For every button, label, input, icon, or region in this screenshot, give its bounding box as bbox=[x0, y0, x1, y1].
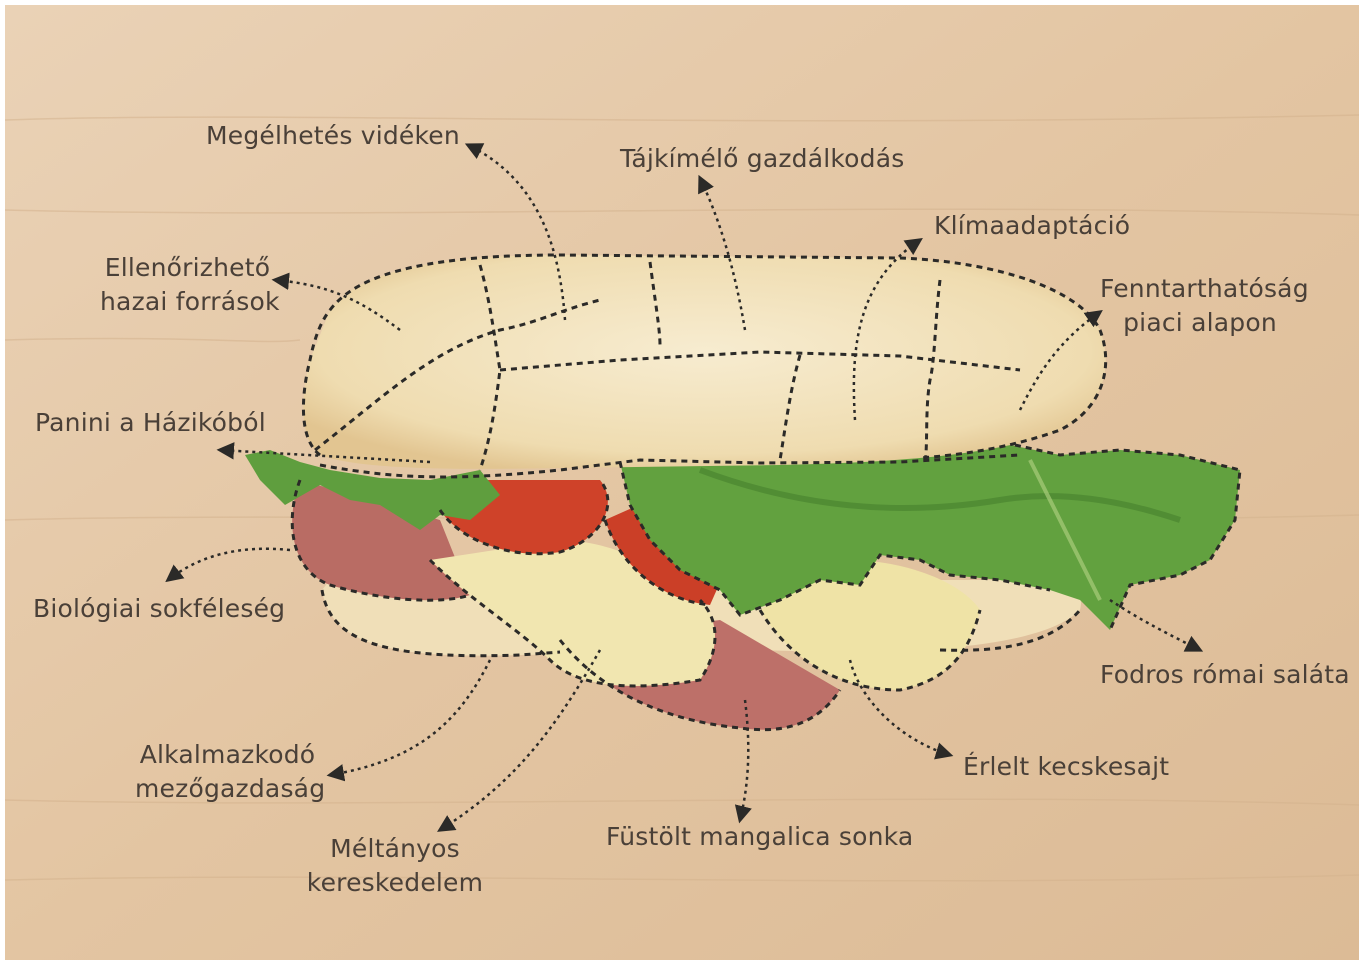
label-fenntarthatosag-line2: piaci alapon bbox=[1100, 306, 1300, 340]
top-bun bbox=[303, 255, 1105, 469]
label-biologiai: Biológiai sokféleség bbox=[33, 592, 285, 626]
label-fenntarthatosag-line1: Fenntarthatóság bbox=[1100, 272, 1300, 306]
label-klima: Klímaadaptáció bbox=[934, 209, 1130, 243]
label-ellenorizheto-line2: hazai források bbox=[100, 285, 275, 319]
label-alkalmazkodo: Alkalmazkodó mezőgazdaság bbox=[135, 738, 320, 806]
label-meltanyos-line1: Méltányos bbox=[305, 832, 485, 866]
label-panini: Panini a Házikóból bbox=[35, 406, 266, 440]
label-ellenorizheto: Ellenőrizhető hazai források bbox=[100, 251, 275, 319]
label-fenntarthatosag: Fenntarthatóság piaci alapon bbox=[1100, 272, 1300, 340]
label-meltanyos-line2: kereskedelem bbox=[305, 866, 485, 900]
label-megelhetes: Megélhetés vidéken bbox=[206, 119, 460, 153]
label-erlelt: Érlelt kecskesajt bbox=[963, 750, 1169, 784]
label-ellenorizheto-line1: Ellenőrizhető bbox=[100, 251, 275, 285]
label-fustolt: Füstölt mangalica sonka bbox=[606, 820, 913, 854]
label-alkalmazkodo-line2: mezőgazdaság bbox=[135, 772, 320, 806]
label-meltanyos: Méltányos kereskedelem bbox=[305, 832, 485, 900]
label-alkalmazkodo-line1: Alkalmazkodó bbox=[135, 738, 320, 772]
label-fodros: Fodros római saláta bbox=[1100, 658, 1350, 692]
label-tajkimelo: Tájkímélő gazdálkodás bbox=[620, 142, 905, 176]
